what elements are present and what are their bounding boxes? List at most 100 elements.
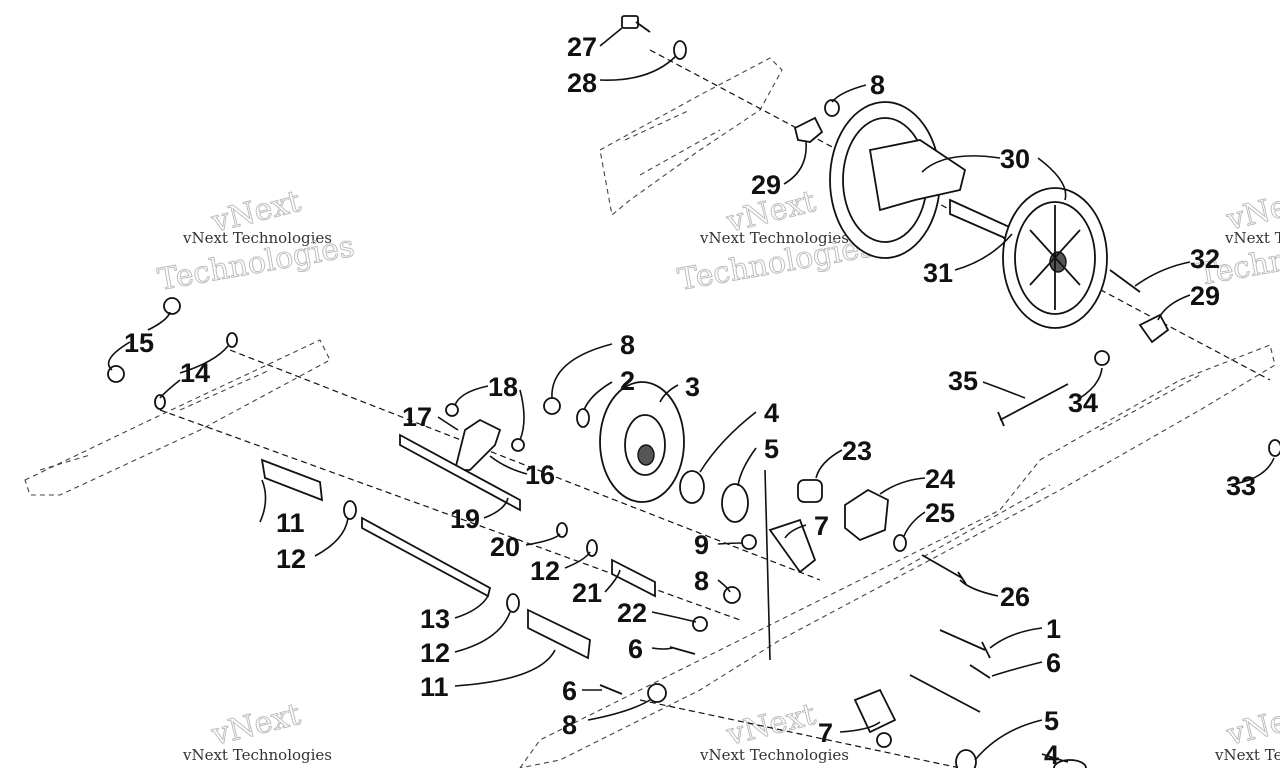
- idler-assembly: [107, 297, 1087, 768]
- idler-wheel-3-hub: [637, 444, 655, 466]
- callout-7: 7: [818, 718, 833, 748]
- washer-12-a: [343, 500, 357, 520]
- washer-28: [673, 40, 687, 60]
- washer-12-b: [506, 593, 520, 613]
- callout-35: 35: [948, 366, 978, 396]
- callout-22: 22: [617, 598, 647, 628]
- ring-5-lower: [955, 749, 977, 768]
- callout-12: 12: [530, 556, 560, 586]
- callout-34: 34: [1068, 388, 1098, 418]
- callout-19: 19: [450, 504, 480, 534]
- bolt-27: [621, 15, 639, 29]
- upper-rail-ghost: [599, 57, 783, 217]
- callout-12: 12: [276, 544, 306, 574]
- callout-14: 14: [180, 358, 210, 388]
- bolt-32: [1109, 269, 1141, 293]
- callout-labels: 27 28 8 29 30 31 32 29 35 34 33 15 14 18…: [124, 32, 1256, 768]
- bearing-4: [679, 470, 705, 504]
- spacer-11-top: [260, 458, 324, 502]
- callout-1: 1: [1046, 614, 1061, 644]
- nut-8-top: [824, 99, 840, 117]
- callout-24: 24: [925, 464, 955, 494]
- callout-12: 12: [420, 638, 450, 668]
- callout-17: 17: [402, 402, 432, 432]
- callout-8: 8: [870, 70, 885, 100]
- bolt-27-shank: [635, 21, 651, 33]
- rear-axle-assembly: [621, 15, 1280, 457]
- watermark-vnext: vNext: [722, 697, 819, 753]
- callout-27: 27: [567, 32, 597, 62]
- callout-4: 4: [1044, 740, 1059, 768]
- nut-9: [741, 534, 757, 550]
- callout-30: 30: [1000, 144, 1030, 174]
- wheel-30-right-spokes: [1029, 205, 1081, 310]
- bolt-35: [997, 383, 1069, 427]
- vertical-divider: [764, 469, 771, 661]
- bolt-1: [939, 629, 991, 659]
- bolt-long: [909, 674, 981, 713]
- clamp-29-left: [793, 116, 824, 143]
- watermark-small: vNext Technologies: [699, 229, 849, 247]
- watermark-small: vNext Technologies: [1214, 746, 1280, 764]
- callout-8: 8: [620, 330, 635, 360]
- nut-16: [511, 438, 525, 452]
- washer-20: [556, 522, 568, 538]
- callout-16: 16: [525, 460, 555, 490]
- lower-rail-ghost: [519, 459, 1041, 768]
- callout-25: 25: [925, 498, 955, 528]
- leader-lines: [107, 27, 1275, 763]
- cap-24: [844, 488, 889, 542]
- callout-2: 2: [620, 366, 635, 396]
- callout-9: 9: [694, 530, 709, 560]
- callout-7: 7: [814, 511, 829, 541]
- watermark-small: vNext Technologies: [1224, 229, 1280, 247]
- callout-21: 21: [572, 578, 602, 608]
- washer-25: [893, 534, 907, 552]
- callout-18: 18: [488, 372, 518, 402]
- watermark-vnext: vNext: [207, 697, 304, 753]
- callout-6: 6: [562, 676, 577, 706]
- callout-13: 13: [420, 604, 450, 634]
- callout-20: 20: [490, 532, 520, 562]
- callout-26: 26: [1000, 582, 1030, 612]
- axis-idler: [229, 349, 821, 581]
- spacer-11-bottom: [527, 608, 591, 660]
- washer-14-top: [226, 332, 238, 348]
- bracket-7-upper: [768, 518, 817, 574]
- nut-33: [1268, 439, 1280, 457]
- callout-28: 28: [567, 68, 597, 98]
- bolt-17: [445, 403, 459, 417]
- bolt-6-mid: [669, 646, 696, 655]
- bolt-6-lower: [599, 684, 623, 695]
- bearing-4-lower: [1053, 759, 1087, 768]
- nut-8-bottom: [647, 683, 667, 703]
- callout-4: 4: [764, 398, 779, 428]
- callout-5: 5: [764, 434, 779, 464]
- shaft-19: [399, 433, 521, 512]
- spacer-23: [797, 479, 823, 503]
- callout-6: 6: [1046, 648, 1061, 678]
- callout-3: 3: [685, 372, 700, 402]
- callout-5: 5: [1044, 706, 1059, 736]
- nut-22: [692, 616, 708, 632]
- callout-23: 23: [842, 436, 872, 466]
- washer-14-bottom: [154, 394, 166, 410]
- bolt-6-right: [969, 664, 991, 679]
- nut-34: [1094, 350, 1110, 366]
- watermark-small: vNext Technologies: [699, 746, 849, 764]
- callout-6: 6: [628, 634, 643, 664]
- nut-7: [876, 732, 892, 748]
- watermark-small: vNext Technologies: [182, 229, 332, 247]
- washer-2: [576, 408, 590, 428]
- assembly-axes: [159, 49, 1271, 768]
- spacer-21: [611, 558, 656, 598]
- nut-8-lower: [723, 586, 741, 604]
- nut-15-top: [163, 297, 181, 315]
- callout-29: 29: [1190, 281, 1220, 311]
- bolt-26: [921, 554, 967, 585]
- callout-29: 29: [751, 170, 781, 200]
- clamp-29-right: [1138, 313, 1170, 344]
- callout-11: 11: [420, 672, 449, 702]
- callout-31: 31: [923, 258, 953, 288]
- callout-33: 33: [1226, 471, 1256, 501]
